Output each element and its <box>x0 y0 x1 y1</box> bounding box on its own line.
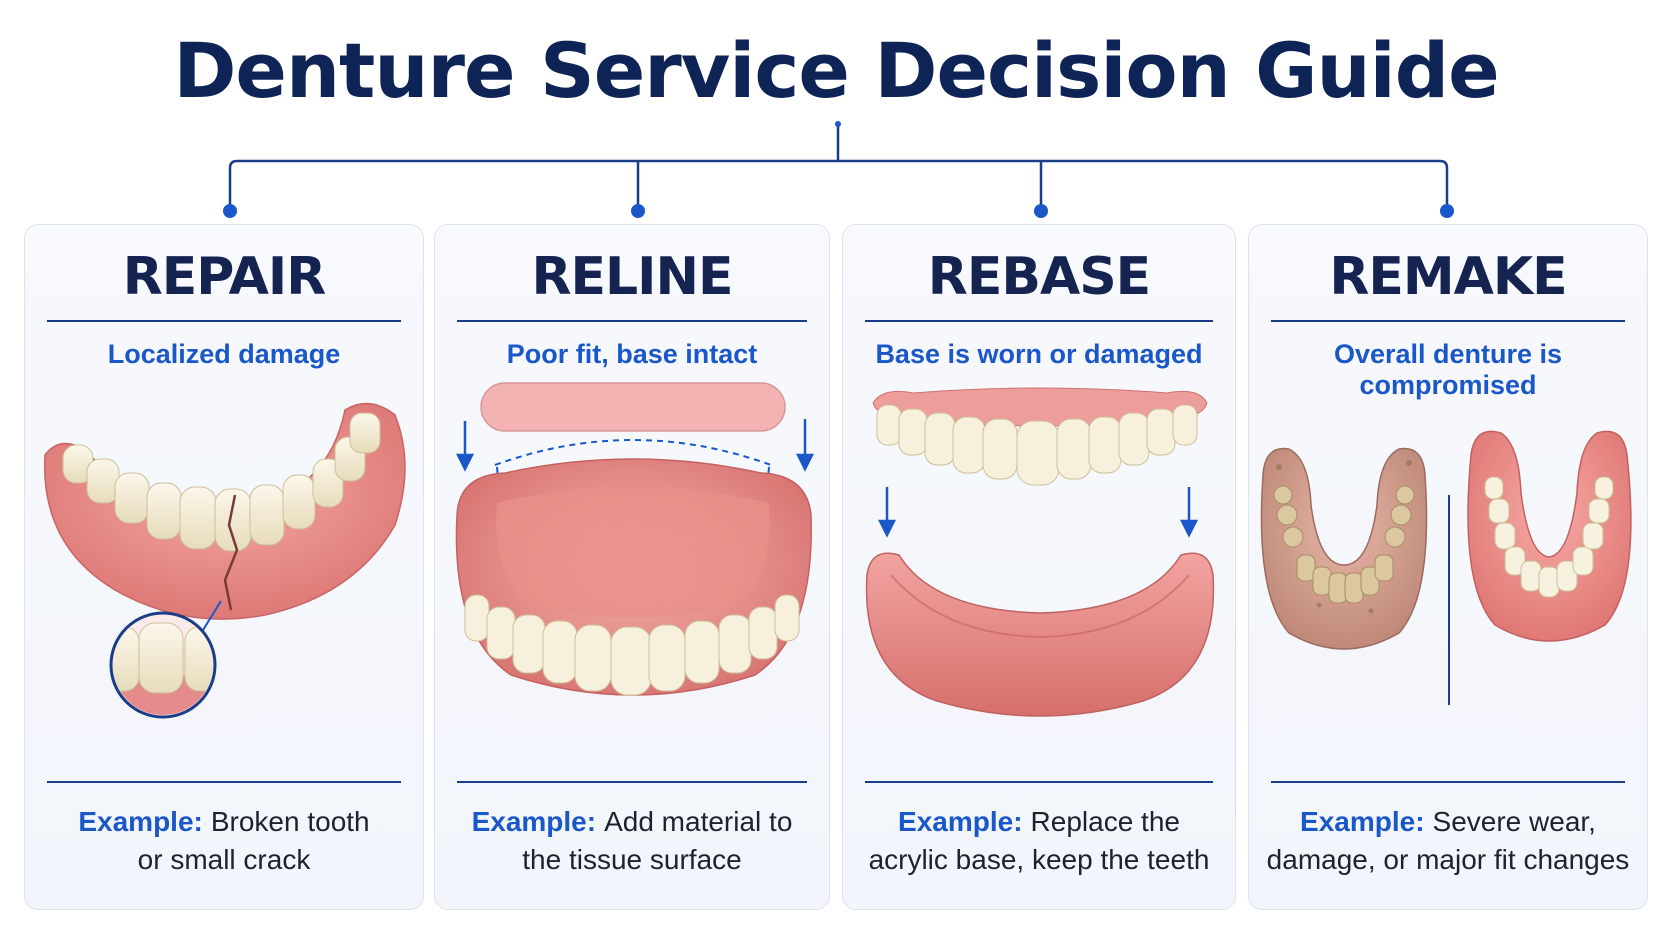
example-text-line2: or small crack <box>137 844 311 875</box>
card-example: Example:Add material to the tissue surfa… <box>449 803 815 879</box>
card-title: REPAIR <box>122 247 327 307</box>
example-text-line1: Replace the <box>1030 806 1180 837</box>
card-divider <box>457 781 807 783</box>
card-example: Example:Replace the acrylic base, keep t… <box>857 803 1221 879</box>
example-label: Example: <box>898 806 1023 837</box>
example-label: Example: <box>78 806 203 837</box>
card-divider <box>47 320 401 322</box>
example-text-line1: Severe wear, <box>1432 806 1596 837</box>
card-example: Example:Broken tooth or small crack <box>39 803 409 879</box>
example-label: Example: <box>471 806 597 837</box>
card-divider <box>1271 781 1625 783</box>
cracked-denture-illustration <box>43 402 406 719</box>
example-text-line1: Broken tooth <box>210 806 370 837</box>
remake-comparison-illustration <box>1260 430 1632 705</box>
page-title: Denture Service Decision Guide <box>173 26 1499 115</box>
card-divider <box>47 781 401 783</box>
example-text-line2: acrylic base, keep the teeth <box>868 844 1210 875</box>
card-divider <box>865 781 1213 783</box>
card-repair: REPAIR Localized damage <box>24 224 424 910</box>
rebase-denture-illustration <box>865 387 1215 717</box>
example-label: Example: <box>1300 806 1425 837</box>
card-divider <box>865 320 1213 322</box>
card-divider <box>1271 320 1625 322</box>
card-example: Example:Severe wear, damage, or major fi… <box>1263 803 1633 879</box>
card-title: REBASE <box>927 247 1151 307</box>
example-text-line1: Add material to <box>604 806 793 837</box>
decision-tree-connector <box>223 121 1454 218</box>
reline-denture-illustration <box>455 382 815 696</box>
card-title: REMAKE <box>1329 247 1567 307</box>
card-subtitle: Poor fit, base intact <box>506 339 758 369</box>
example-text-line2: damage, or major fit changes <box>1266 844 1630 875</box>
card-subtitle: Localized damage <box>107 339 341 369</box>
example-text-line2: the tissue surface <box>522 844 742 875</box>
card-remake: REMAKE Overall denture is compromised <box>1248 224 1648 910</box>
card-subtitle: Base is worn or damaged <box>875 339 1203 369</box>
card-title: RELINE <box>531 247 733 307</box>
card-divider <box>457 320 807 322</box>
card-rebase: REBASE Base is worn or damaged <box>842 224 1236 910</box>
card-subtitle: Overall denture is compromised <box>1333 339 1563 400</box>
card-reline: RELINE Poor fit, base intact <box>434 224 830 910</box>
